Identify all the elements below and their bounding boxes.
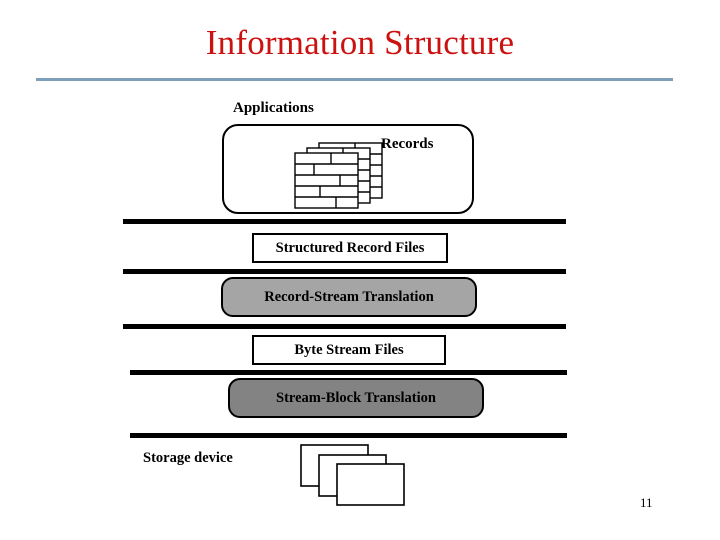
title-divider-rule (36, 78, 673, 81)
storage-device-label: Storage device (143, 450, 233, 466)
layer-box-stream-block-translation: Stream-Block Translation (228, 378, 484, 418)
records-label: Records (381, 136, 434, 152)
page-number: 11 (640, 495, 653, 510)
divider-bar-3 (123, 324, 566, 329)
applications-label: Applications (233, 100, 314, 116)
layer-box-byte-stream-files: Byte Stream Files (252, 335, 446, 365)
record-stack-icon (294, 141, 394, 211)
divider-bar-1 (123, 219, 566, 224)
divider-bar-5 (130, 433, 567, 438)
layer-box-structured-record-files: Structured Record Files (252, 233, 448, 263)
page-title: Information Structure (205, 23, 515, 62)
disk-stack-icon (300, 444, 406, 506)
layer-box-record-stream-translation: Record-Stream Translation (221, 277, 477, 317)
divider-bar-4 (130, 370, 567, 375)
divider-bar-2 (123, 269, 566, 274)
